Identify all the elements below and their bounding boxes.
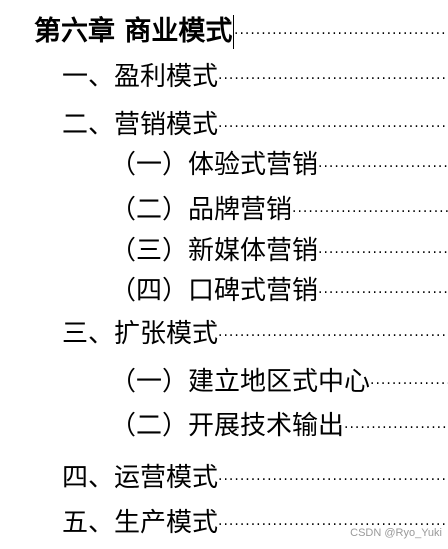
dot-leader: ········································… <box>318 285 448 301</box>
toc-item-label: （一）体验式营销 <box>110 150 319 180</box>
toc-item-label: （三）新媒体营销 <box>110 236 319 266</box>
dot-leader: ········································… <box>318 159 448 175</box>
toc-item-marketing-model[interactable]: 二、营销模式 ·································… <box>0 107 448 143</box>
toc-item-experiential-marketing[interactable]: （一）体验式营销 ·······························… <box>0 147 448 183</box>
toc-item-brand-marketing[interactable]: （二）品牌营销 ································… <box>0 192 448 228</box>
toc-item-word-of-mouth-marketing[interactable]: （四）口碑式营销 ·······························… <box>0 273 448 309</box>
toc-item-production-model[interactable]: 五、生产模式 ·································… <box>0 505 448 541</box>
toc-item-expansion-model[interactable]: 三、扩张模式 ·································… <box>0 316 448 352</box>
toc-item-technology-export[interactable]: （二）开展技术输出 ······························… <box>0 408 448 444</box>
dot-leader: ········································… <box>292 204 448 220</box>
toc-item-profit-model[interactable]: 一、盈利模式 ·································… <box>0 59 448 95</box>
toc-item-label: （一）建立地区式中心 <box>110 367 371 397</box>
dot-leader: ········································… <box>218 472 448 488</box>
toc-item-label: 一、盈利模式 <box>62 62 219 92</box>
chapter-title: 第六章 商业模式 <box>34 16 233 47</box>
toc-item-label: 二、营销模式 <box>62 110 219 140</box>
dot-leader: ········································… <box>318 245 448 261</box>
toc-item-label: 五、生产模式 <box>62 508 219 538</box>
text-cursor <box>233 15 234 49</box>
toc-item-label: 三、扩张模式 <box>62 319 219 349</box>
toc-item-label: 四、运营模式 <box>62 463 219 493</box>
dot-leader: ········································… <box>234 26 448 42</box>
toc-item-operation-model[interactable]: 四、运营模式 ·································… <box>0 460 448 496</box>
dot-leader: ········································… <box>218 71 448 87</box>
toc-item-regional-centers[interactable]: （一）建立地区式中心 ·····························… <box>0 364 448 400</box>
toc-chapter-heading[interactable]: 第六章 商业模式 ·······························… <box>0 14 448 50</box>
toc-item-new-media-marketing[interactable]: （三）新媒体营销 ·······························… <box>0 233 448 269</box>
toc-item-label: （四）口碑式营销 <box>110 276 319 306</box>
toc-item-label: （二）开展技术输出 <box>110 411 345 441</box>
watermark: CSDN @Ryo_Yuki <box>350 527 442 539</box>
dot-leader: ········································… <box>344 420 448 436</box>
dot-leader: ········································… <box>218 119 448 135</box>
dot-leader: ········································… <box>218 517 448 533</box>
dot-leader: ········································… <box>218 328 448 344</box>
dot-leader: ········································… <box>370 376 448 392</box>
toc-item-label: （二）品牌营销 <box>110 195 293 225</box>
